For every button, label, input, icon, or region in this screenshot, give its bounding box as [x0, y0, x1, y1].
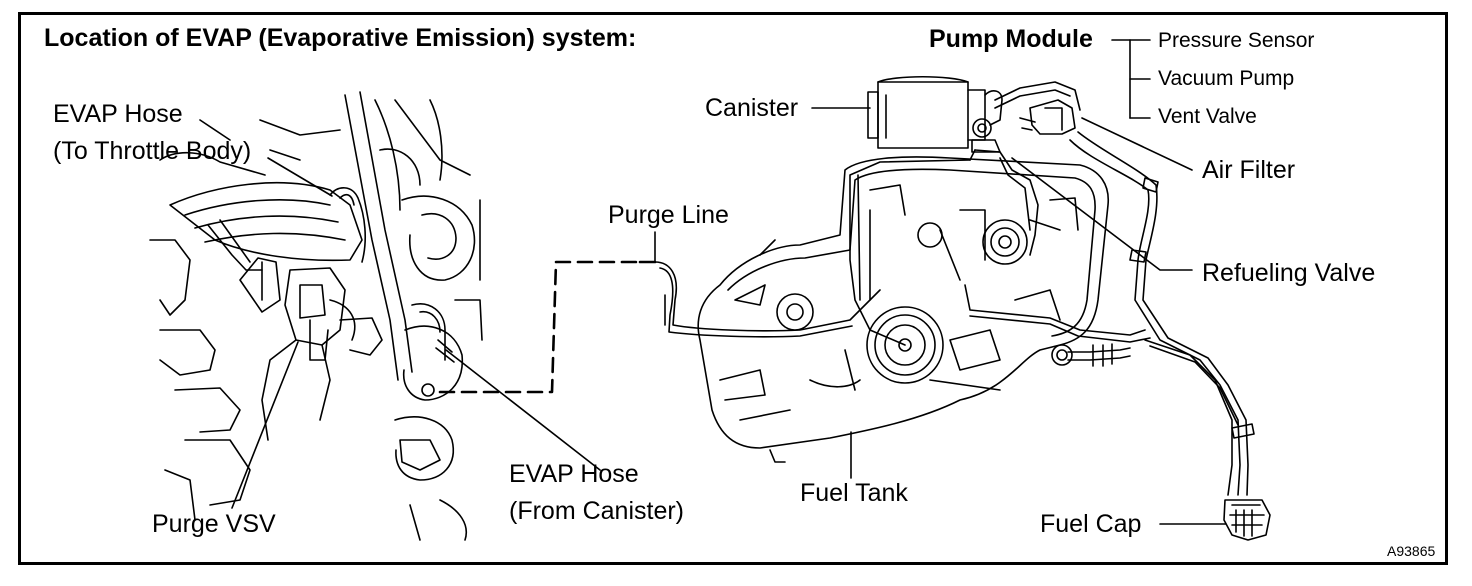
fuel-tank-illustration	[697, 156, 1109, 463]
label-fuel-tank: Fuel Tank	[800, 479, 908, 507]
leader-lines	[231, 39, 1227, 525]
label-evap-hose-canister-line2: (From Canister)	[509, 497, 685, 525]
label-vacuum-pump: Vacuum Pump	[1158, 67, 1295, 90]
figure-code: A93865	[1387, 543, 1436, 559]
label-evap-hose-throttle-line1: EVAP Hose	[53, 100, 183, 128]
fuel-lines	[654, 131, 1271, 541]
label-pressure-sensor: Pressure Sensor	[1158, 29, 1315, 52]
engine-bay-illustration	[149, 91, 483, 541]
label-fuel-cap: Fuel Cap	[1040, 510, 1142, 538]
label-vent-valve: Vent Valve	[1158, 105, 1257, 128]
purge-line-dashed	[438, 260, 642, 394]
label-evap-hose-throttle-line2: (To Throttle Body)	[53, 137, 252, 165]
label-purge-line: Purge Line	[608, 201, 729, 229]
label-air-filter: Air Filter	[1202, 156, 1296, 184]
diagram-frame	[18, 12, 1448, 565]
label-pump-module: Pump Module	[929, 25, 1093, 53]
diagram-title: Location of EVAP (Evaporative Emission) …	[44, 24, 637, 52]
label-canister: Canister	[705, 94, 799, 122]
canister-illustration	[867, 75, 1081, 153]
label-purge-vsv: Purge VSV	[152, 510, 276, 538]
label-refueling-valve: Refueling Valve	[1202, 259, 1376, 287]
label-evap-hose-canister-line1: EVAP Hose	[509, 460, 639, 488]
